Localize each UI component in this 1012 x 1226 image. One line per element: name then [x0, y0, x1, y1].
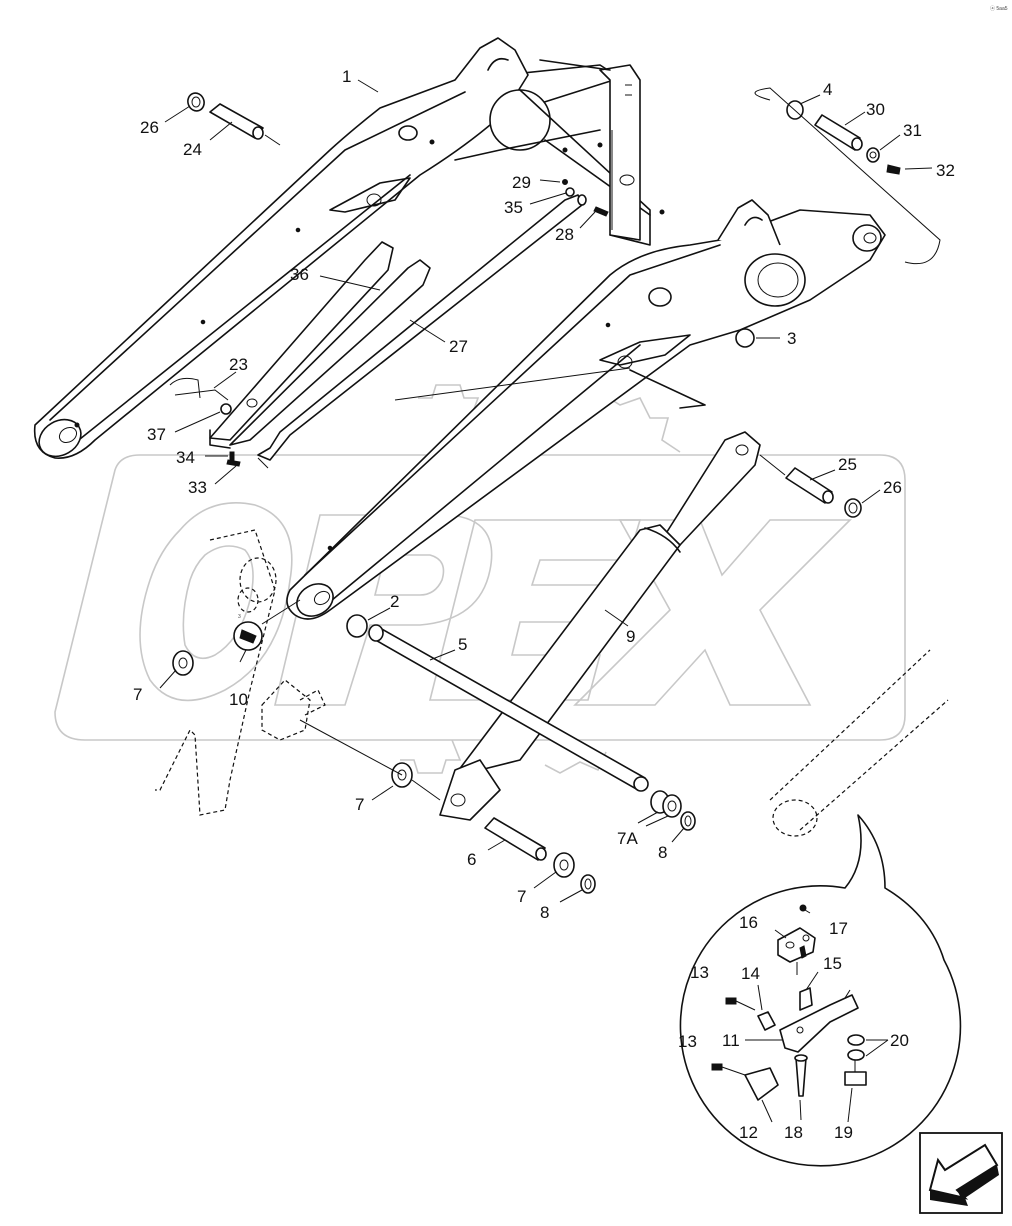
callout-8-low: 8: [540, 903, 549, 922]
callout-26-top: 26: [140, 118, 159, 137]
callout-9: 9: [626, 627, 635, 646]
link-rods: [169, 194, 583, 469]
callout-25: 25: [838, 455, 857, 474]
callout-1: 1: [342, 67, 351, 86]
callout-28: 28: [555, 225, 574, 244]
phantom-frame: [155, 529, 949, 837]
callout-6: 6: [467, 850, 476, 869]
callout-15: 15: [823, 954, 842, 973]
callout-18: 18: [784, 1123, 803, 1142]
callout-23: 23: [229, 355, 248, 374]
callout-36: 36: [290, 265, 309, 284]
arrow-down-left-icon[interactable]: [919, 1132, 1003, 1214]
callout-20: 20: [890, 1031, 909, 1050]
callout-7-low: 7: [517, 887, 526, 906]
callout-3-small: 3: [238, 614, 241, 620]
callout-4: 4: [823, 80, 832, 99]
callout-16: 16: [739, 913, 758, 932]
callout-13-top: 13: [690, 963, 709, 982]
callout-labels: 1 2 3 3 4 5 6 7 7 7 7A 8 8 9 10 11 12 13…: [133, 67, 955, 1142]
callout-27: 27: [449, 337, 468, 356]
hardware: [172, 87, 941, 894]
callout-11: 11: [722, 1031, 740, 1050]
callout-33: 33: [188, 478, 207, 497]
cross-tube: [454, 37, 651, 246]
callout-7-mid: 7: [355, 795, 364, 814]
callout-7-left: 7: [133, 685, 142, 704]
callout-24: 24: [183, 140, 202, 159]
corner-mark: ⓐ 5aa5: [990, 5, 1008, 12]
callout-26-right: 26: [883, 478, 902, 497]
left-boom-arm: [33, 64, 621, 459]
callout-2: 2: [390, 592, 399, 611]
callout-5: 5: [458, 635, 467, 654]
callout-3: 3: [787, 329, 796, 348]
right-boom-arm: [286, 199, 886, 620]
callout-30: 30: [866, 100, 885, 119]
callout-32: 32: [936, 161, 955, 180]
leader-lines: [159, 79, 933, 1123]
callout-7a: 7A: [617, 829, 638, 848]
callout-19: 19: [834, 1123, 853, 1142]
detail-callout: [679, 814, 962, 1167]
callout-17: 17: [829, 919, 848, 938]
callout-8-right: 8: [658, 843, 667, 862]
callout-13-low: 13: [678, 1032, 697, 1051]
callout-12: 12: [739, 1123, 758, 1142]
callout-37: 37: [147, 425, 166, 444]
cross-pin: [346, 614, 649, 792]
callout-10: 10: [229, 690, 248, 709]
callout-29: 29: [512, 173, 531, 192]
callout-35: 35: [504, 198, 523, 217]
callout-31: 31: [903, 121, 922, 140]
callout-14: 14: [741, 964, 760, 983]
callout-34: 34: [176, 448, 195, 467]
